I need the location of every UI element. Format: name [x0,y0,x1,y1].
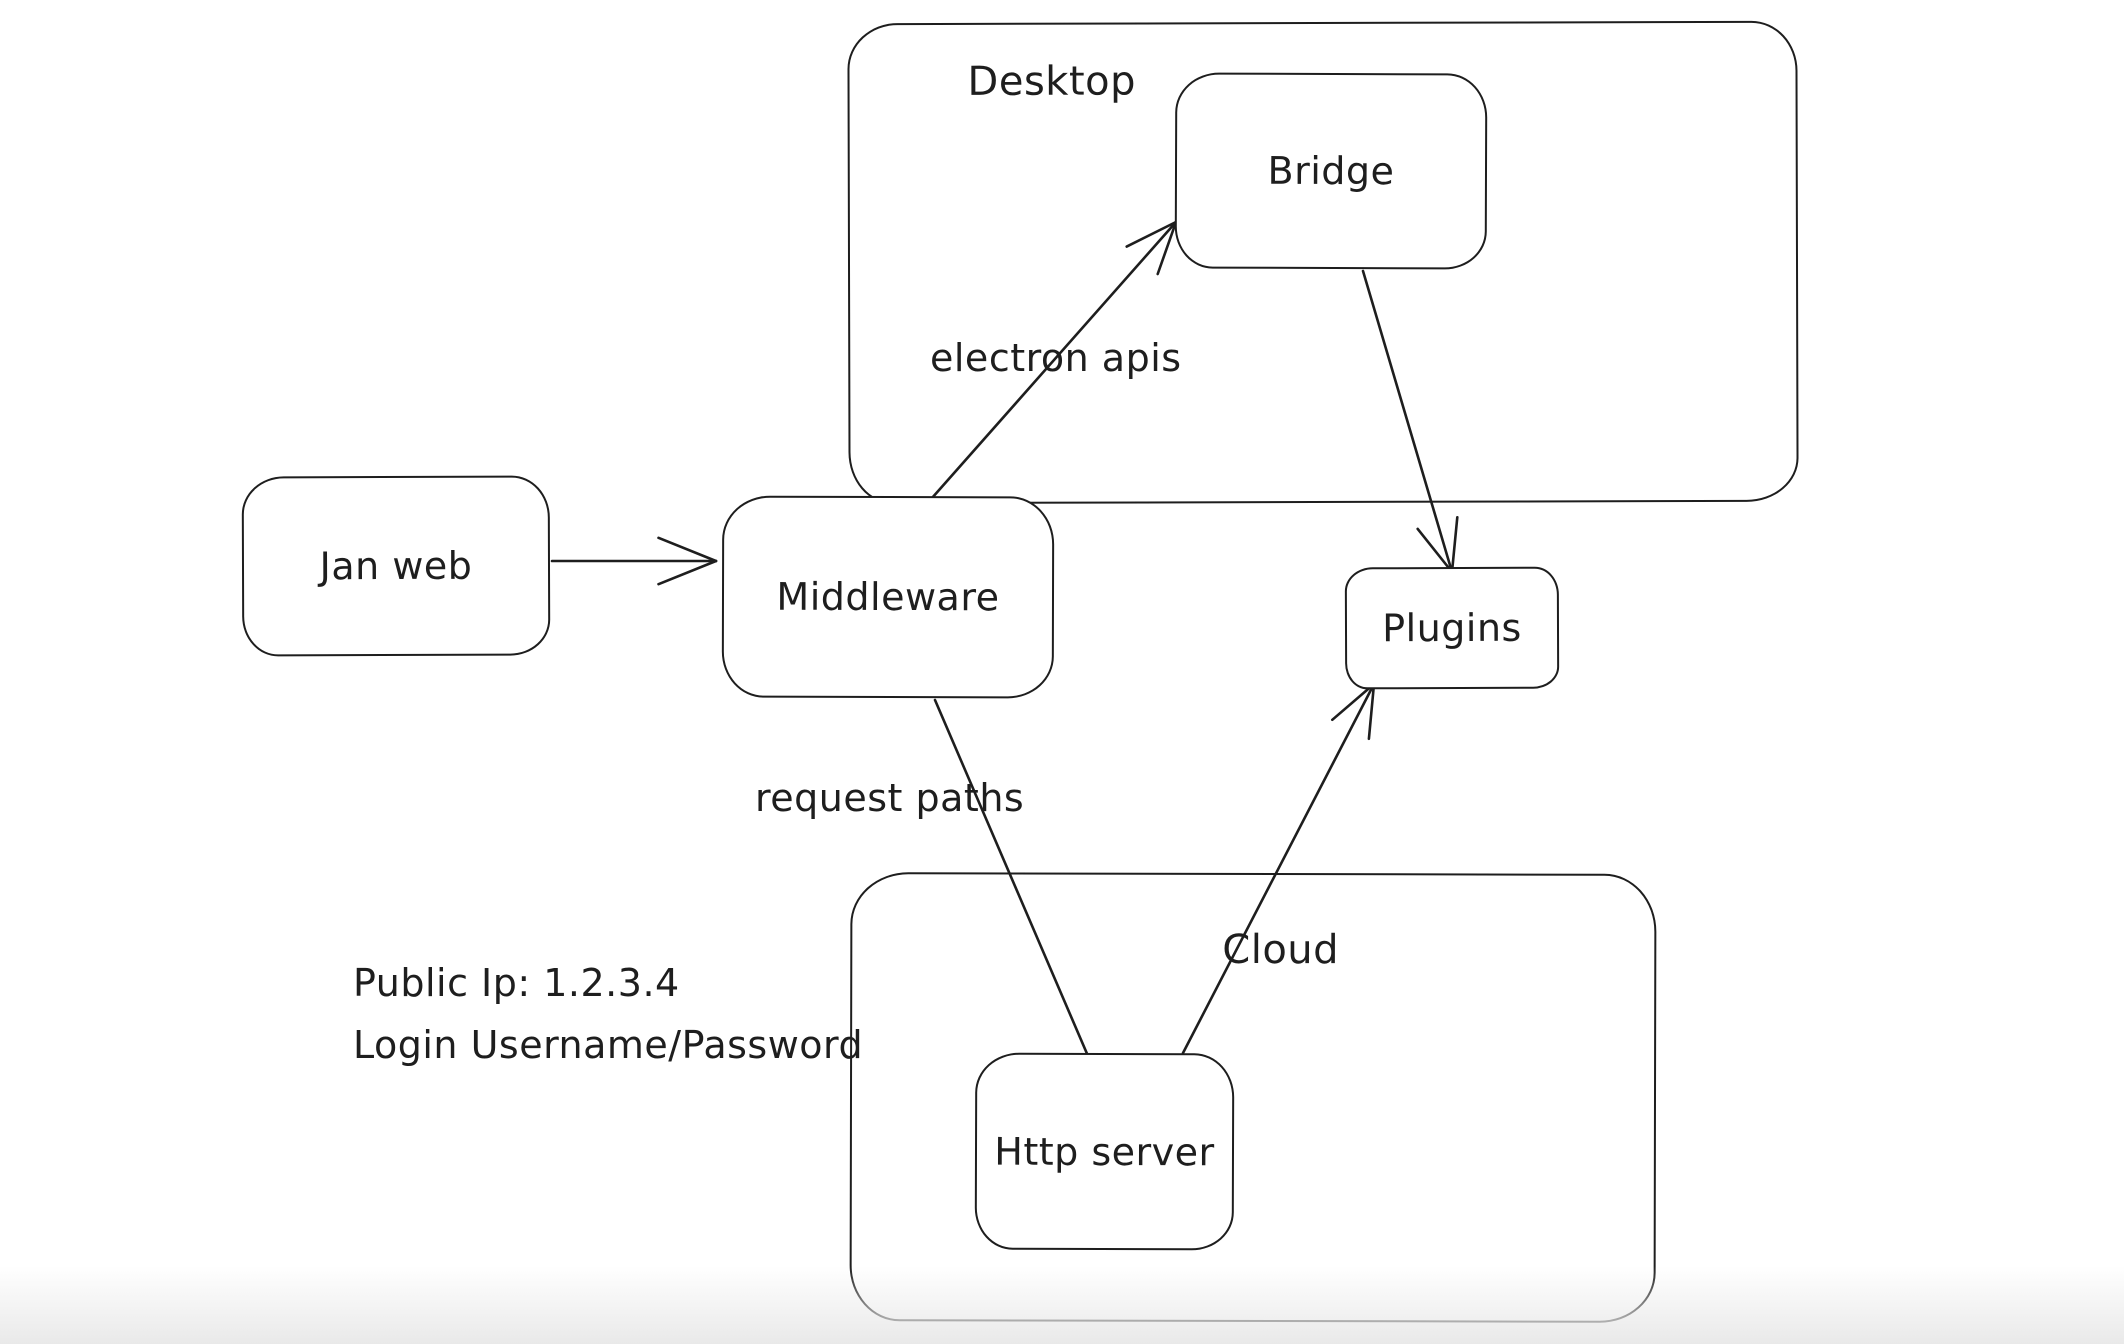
arrow-bridge-to-plugins[interactable] [1361,269,1459,574]
http-server-node-label: Http server [994,1129,1215,1174]
arrow-middleware-to-bridge[interactable] [930,220,1178,500]
jan-web-node[interactable]: Jan web [241,475,551,657]
http-server-node[interactable]: Http server [974,1052,1235,1251]
bridge-node[interactable]: Bridge [1174,72,1488,270]
login-text: Login Username/Password [353,1023,864,1067]
plugins-node-label: Plugins [1382,605,1522,651]
middleware-node-label: Middleware [776,574,1000,620]
credentials-annotation[interactable]: Public Ip: 1.2.3.4 Login Username/Passwo… [353,952,863,1076]
arrow-http-server-to-plugins[interactable] [1181,682,1376,1055]
public-ip-text: Public Ip: 1.2.3.4 [353,961,680,1005]
bridge-node-label: Bridge [1267,148,1395,194]
request-paths-edge-label[interactable]: request paths [755,776,1025,820]
line-middleware-to-http-server[interactable] [933,698,1090,1058]
middleware-node[interactable]: Middleware [721,495,1055,699]
arrow-jan-web-to-middleware[interactable] [550,536,718,586]
plugins-node[interactable]: Plugins [1344,566,1560,690]
jan-web-node-label: Jan web [319,543,473,589]
electron-apis-edge-label[interactable]: electron apis [930,336,1182,380]
